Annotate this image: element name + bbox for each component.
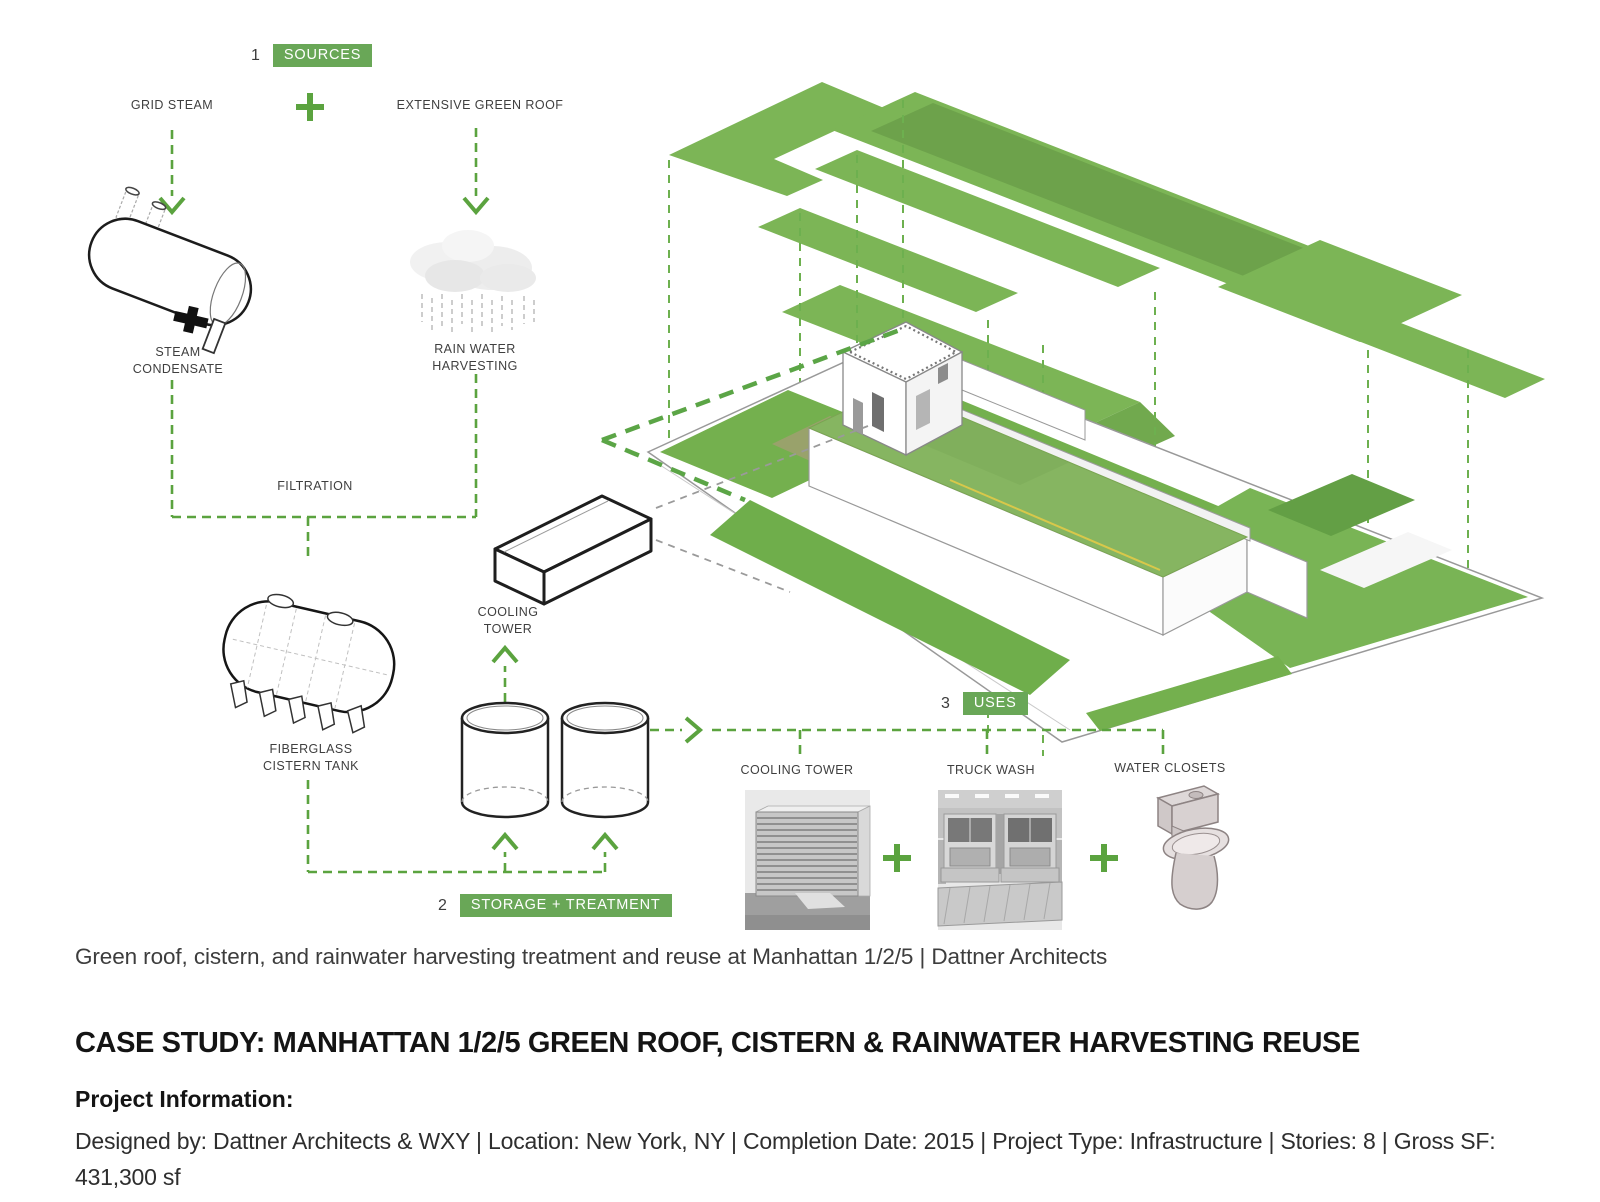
use-cooling-tower-label: COOLING TOWER <box>740 763 854 777</box>
cistern-fins <box>229 679 366 734</box>
arrow-right-uses <box>684 716 704 744</box>
steam-condensate-label: STEAM CONDENSATE <box>132 345 224 376</box>
case-study-title: CASE STUDY: MANHATTAN 1/2/5 GREEN ROOF, … <box>75 1027 1360 1059</box>
uses-section-marker: 3 USES <box>941 692 1028 715</box>
lawn-right-dark-patch <box>1268 474 1415 536</box>
extensive-green-roof-label: EXTENSIVE GREEN ROOF <box>396 98 564 112</box>
use-water-closets-label: WATER CLOSETS <box>1114 761 1226 775</box>
roof-plane-main-inset <box>871 103 1334 287</box>
lawn-right-path <box>1320 532 1452 588</box>
roof-plane-right-2 <box>1348 318 1545 398</box>
cooling-tower-photo <box>745 790 871 930</box>
uses-number: 3 <box>941 694 950 712</box>
grid-steam-label: GRID STEAM <box>130 98 214 112</box>
tower-window <box>938 363 948 384</box>
stair-tower <box>841 321 964 457</box>
fiberglass-cistern-tank-label: FIBERGLASS CISTERN TANK <box>263 742 359 773</box>
storage-number: 2 <box>438 896 447 914</box>
cooling-tower-box-icon <box>493 494 653 606</box>
plus-icon-sources <box>296 93 324 121</box>
rain-cloud-icon <box>410 230 536 336</box>
sources-badge: SOURCES <box>272 44 373 67</box>
arrow-up-tank-1 <box>491 831 519 851</box>
filtration-label: FILTRATION <box>277 479 353 493</box>
project-info-text: Designed by: Dattner Architects & WXY | … <box>75 1128 1496 1190</box>
roof-plane-l-shape <box>669 82 884 196</box>
arrow-up-tank-2 <box>591 831 619 851</box>
lawn-front-band <box>710 500 1070 695</box>
use-truck-wash-label: TRUCK WASH <box>946 763 1036 777</box>
building-end-volume <box>1246 536 1308 619</box>
building-axon <box>601 321 1545 743</box>
roof-plane-strip-2 <box>758 208 1018 312</box>
flow-arrowheads <box>158 196 704 851</box>
sources-section-marker: 1 SOURCES <box>251 44 373 67</box>
rain-lines <box>421 294 535 336</box>
tower-door-1 <box>872 392 884 432</box>
arrow-down-green-roof <box>462 196 490 216</box>
storage-tanks-icon <box>460 701 650 819</box>
roof-plane-strip-1 <box>815 150 1160 287</box>
site-highlight-dashes <box>601 327 901 503</box>
rain-water-harvesting-label: RAIN WATER HARVESTING <box>432 342 518 373</box>
tower-door-2 <box>916 389 930 430</box>
steam-condensate-tank-icon <box>87 186 253 355</box>
tank-valve <box>173 305 209 334</box>
arrow-up-cooling-tower <box>491 644 519 664</box>
uses-badge: USES <box>962 692 1028 715</box>
flow-network <box>170 128 1165 874</box>
plus-icon-uses-1 <box>883 844 911 872</box>
arrow-down-grid-steam <box>158 196 186 216</box>
truck-wash-photo <box>937 790 1063 930</box>
cistern-tank-icon <box>222 593 396 734</box>
gray-connector-dashes <box>655 425 869 593</box>
figure-caption: Green roof, cistern, and rainwater harve… <box>75 944 1108 969</box>
lawn-bottom-band <box>1086 656 1292 731</box>
toilet-icon <box>1156 785 1230 910</box>
roof-plane-right <box>1218 240 1462 342</box>
plus-signs <box>296 93 1118 872</box>
cooling-tower-label: COOLING TOWER <box>477 605 539 636</box>
plus-icon-uses-2 <box>1090 844 1118 872</box>
storage-badge: STORAGE + TREATMENT <box>459 894 672 917</box>
sources-number: 1 <box>251 46 260 64</box>
project-info-heading: Project Information: <box>75 1086 294 1112</box>
storage-section-marker: 2 STORAGE + TREATMENT <box>438 894 672 917</box>
diagram-canvas <box>87 82 1545 930</box>
